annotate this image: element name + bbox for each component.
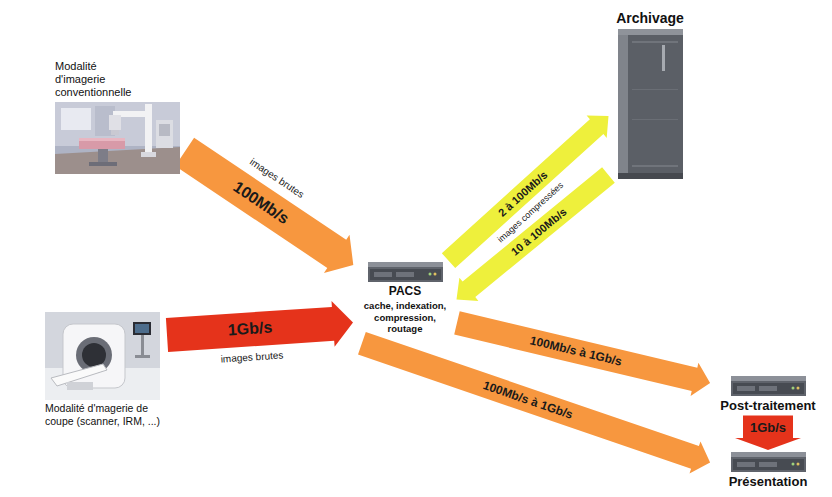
node-title: PACS [389,284,421,298]
flow-arrow [457,167,615,301]
archive-server: Archivage [610,10,690,179]
rack-server-icon [368,262,443,282]
node-title: Archivage [616,10,684,27]
bandwidth-label: 10 à 100Mb/s [509,206,568,258]
node-title: Modalité d'magerie de coupe (scanner, IR… [45,402,160,427]
node-title: Post-traitement [720,398,815,414]
bandwidth-label: 1Gb/s [750,420,786,433]
archive-tower-icon [618,29,683,179]
flow-arrow [166,301,353,352]
workstation: Présentation [712,452,824,490]
flow-arrow [735,416,801,450]
mri-scanner-photo [45,312,160,400]
pacs-server: PACS cache, indexation, compression, rout… [355,262,455,343]
rack-server-icon [731,376,806,396]
node-title: Modalité d'imagerie conventionnelle [55,60,145,100]
imaging-modality: Modalité d'imagerie conventionnelle [55,60,183,174]
bandwidth-label: 2 à 100Mb/s [496,169,549,219]
flow-note: images brutes [220,350,283,365]
node-subtitle: cache, indexation, compression, routage [356,300,454,334]
workstation: Post-traitement [712,376,824,414]
rack-server-icon [731,452,806,472]
flow-arrow [175,138,353,273]
xray-room-photo [55,102,180,174]
flow-arrow [358,332,710,474]
imaging-modality: Modalité d'magerie de coupe (scanner, IR… [45,312,165,427]
node-title: Présentation [729,474,808,490]
